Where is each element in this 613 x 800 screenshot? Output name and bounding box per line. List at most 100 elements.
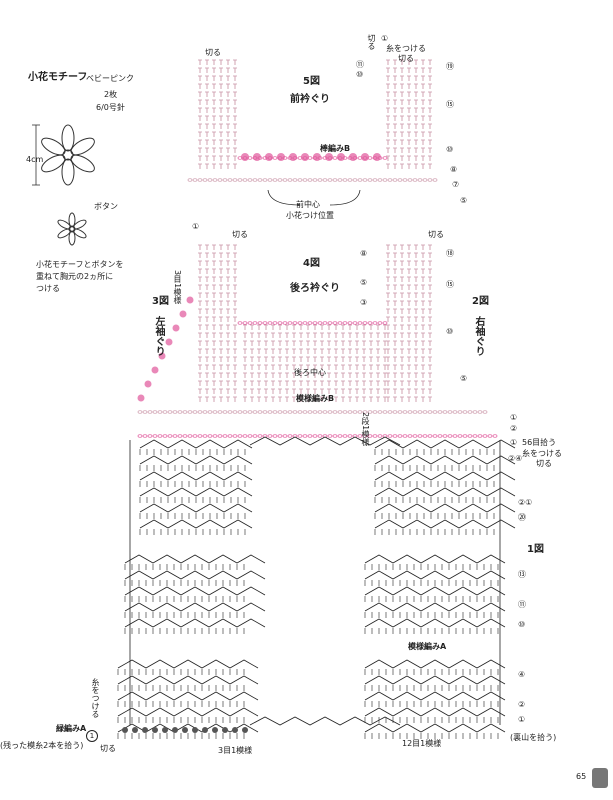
fig1-row-mark-4: ④ — [518, 670, 526, 679]
chain-stitch — [362, 410, 368, 414]
chain-stitch — [377, 178, 383, 182]
fig1-repeat-12: 12目1模様 — [402, 739, 442, 748]
fig5-bobble-stitch — [373, 153, 381, 161]
chain-stitch — [357, 410, 363, 414]
chain-stitch — [167, 410, 173, 414]
fig1-row-mark-21: ②① — [518, 498, 533, 507]
motif-title: 小花モチーフ — [28, 72, 88, 83]
fig5-bobble-stitch — [277, 153, 285, 161]
fig1-edge-picot — [142, 727, 148, 733]
chain-stitch — [242, 434, 248, 438]
fig4-right-mark-18: ⑱ — [446, 249, 454, 258]
chain-stitch — [342, 321, 348, 325]
chain-stitch — [242, 410, 248, 414]
chain-stitch — [207, 410, 213, 414]
fig3-edge-bobble — [172, 324, 180, 332]
page-number: 65 — [576, 772, 587, 781]
fig1-chevron-row — [364, 586, 506, 596]
chain-stitch — [432, 178, 438, 182]
chain-stitch — [267, 178, 273, 182]
chain-stitch — [337, 410, 343, 414]
fig2-number: 2図 — [472, 296, 489, 307]
chain-stitch — [142, 410, 148, 414]
chain-stitch — [277, 434, 283, 438]
fig5-bobble-stitch — [361, 153, 369, 161]
fig1-chevron-row — [364, 618, 506, 628]
chain-stitch — [237, 178, 243, 182]
page-badge — [592, 768, 608, 788]
fig5-cut-right: 切る — [398, 54, 414, 63]
chain-stitch — [357, 434, 363, 438]
chain-stitch — [197, 410, 203, 414]
chain-stitch — [362, 178, 368, 182]
motif-flower-drawing — [32, 124, 95, 186]
chain-stitch — [187, 434, 193, 438]
chain-stitch — [352, 178, 358, 182]
chain-stitch — [287, 178, 293, 182]
chain-stitch — [477, 434, 483, 438]
chain-stitch — [447, 410, 453, 414]
chain-stitch — [422, 178, 428, 182]
chain-stitch — [417, 410, 423, 414]
fig3-title: 左袖ぐり — [153, 316, 164, 356]
chain-stitch — [257, 410, 263, 414]
fig5-bobble-stitch — [325, 153, 333, 161]
fig3-edge-bobble — [158, 352, 166, 360]
fig1-chevron-row — [124, 618, 266, 628]
fig5-cut-top: 切る — [367, 34, 376, 50]
chain-stitch — [267, 410, 273, 414]
fig5-bobble-stitch — [241, 153, 249, 161]
fig3-edge-bobble — [186, 296, 194, 304]
chain-stitch — [227, 434, 233, 438]
fig3-edge-bobble — [179, 310, 187, 318]
fig5-chart — [187, 59, 438, 206]
chain-stitch — [312, 410, 318, 414]
fig4-left-mark-5: ⑤ — [360, 278, 368, 287]
fig1-edge-picot — [162, 727, 168, 733]
chain-stitch — [192, 410, 198, 414]
chain-stitch — [372, 178, 378, 182]
chain-stitch — [137, 434, 143, 438]
fig3-edge-bobble — [165, 338, 173, 346]
chain-stitch — [242, 178, 248, 182]
chain-stitch — [452, 410, 458, 414]
fig4-left-mark-3: ③ — [360, 298, 368, 307]
chain-stitch — [237, 410, 243, 414]
chain-stitch — [327, 410, 333, 414]
fig1-edge-picot — [122, 727, 128, 733]
chain-stitch — [442, 410, 448, 414]
chain-stitch — [192, 434, 198, 438]
fig2-title: 右袖ぐり — [473, 316, 484, 356]
fig1-top-zigzag — [249, 436, 401, 446]
chain-stitch — [177, 410, 183, 414]
chain-stitch — [152, 410, 158, 414]
fig5-bobble-stitch — [349, 153, 357, 161]
chain-stitch — [482, 434, 488, 438]
fig1-edge-picot — [132, 727, 138, 733]
chain-stitch — [272, 321, 278, 325]
chain-stitch — [302, 410, 308, 414]
chain-stitch — [432, 434, 438, 438]
fig1-edge-picot — [202, 727, 208, 733]
chain-stitch — [297, 434, 303, 438]
chain-stitch — [317, 434, 323, 438]
chain-stitch — [207, 434, 213, 438]
chain-stitch — [317, 321, 323, 325]
fig1-chevron-row — [374, 455, 516, 465]
chain-stitch — [367, 178, 373, 182]
chain-stitch — [162, 410, 168, 414]
chain-stitch — [357, 178, 363, 182]
fig4-row2-repeat: 2段1模様 — [361, 412, 370, 447]
fig1-repeat-3: 3目1模様 — [218, 746, 253, 755]
fig5-bobble-stitch — [337, 153, 345, 161]
chain-stitch — [272, 156, 278, 160]
motif-note-line-2: 重ねて胸元の2ヵ所に — [36, 272, 114, 281]
chain-stitch — [422, 410, 428, 414]
fig1-row-mark-20: ⑳ — [518, 513, 526, 522]
chain-stitch — [372, 410, 378, 414]
chain-stitch — [457, 434, 463, 438]
fig1-chevron-row — [364, 707, 506, 717]
chain-stitch — [197, 178, 203, 182]
chain-stitch — [247, 434, 253, 438]
chain-stitch — [277, 410, 283, 414]
